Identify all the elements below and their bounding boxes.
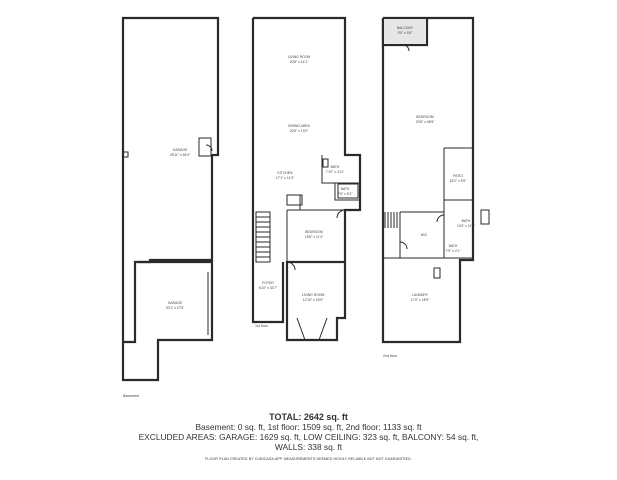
basement-floor-label: Basement [123,394,139,398]
second-floor-room-dims: 7'9" x 4'1" [446,249,462,253]
walls-area: WALLS: 338 sq. ft [274,442,343,452]
first-floor-room-name: LIVING ROOM [288,55,311,59]
first-floor-kitchen-wall [286,195,345,262]
first-floor-room-dims: 7'10" x 4'11" [326,170,345,174]
first-floor-bath-walls [321,155,360,201]
basement-room-name: GARAGE [173,148,188,152]
second-floor-room-name: W/C [421,233,428,237]
first-floor-stairs [255,211,271,263]
basement-room-name: GARAGE [168,301,183,305]
basement-garage-upper-walls [121,16,220,344]
second-floor-room-name: PATIO [453,174,463,178]
first-floor-room-dims: 15'8" x 11'4" [305,235,324,239]
floor-areas: Basement: 0 sq. ft, 1st floor: 1509 sq. … [195,422,422,432]
total-area: TOTAL: 2642 sq. ft [269,412,348,422]
first-floor-plan: LIVING ROOM 20'8" x 14'1" DINING AREA 20… [251,16,362,342]
first-floor-counter [286,194,303,206]
first-floor-room-name: BATH [341,187,350,191]
first-floor-fridge [322,158,329,168]
second-floor-stairs [384,212,398,228]
second-floor-room-name: BATH [449,244,458,248]
basement-garage-lower-walls [121,260,214,382]
area-summary: TOTAL: 2642 sq. ft Basement: 0 sq. ft, 1… [0,412,617,464]
first-floor-room-name: BEDROOM [305,230,323,234]
basement-post [122,151,129,158]
second-floor-room-dims: 18'2" x 5'5" [450,179,468,183]
first-floor-label: 1st floor [255,324,269,328]
first-floor-bay-window [296,317,328,341]
second-floor-room-name: LAUNDRY [412,293,429,297]
second-floor-room-dims: 17'0" x 18'9" [411,298,430,302]
second-floor-label: 2nd floor [383,354,398,358]
excluded-areas: EXCLUDED AREAS: GARAGE: 1629 sq. ft, LOW… [138,432,479,442]
second-floor-room-dims: 9'0" x 5'8" [398,31,414,35]
first-floor-room-dims: 6'10" x 33'7" [259,286,278,290]
second-floor-balcony-fill [384,19,426,44]
second-floor-plan: BALCONY 9'0" x 5'8" BEDROOM 20'8" x 48'5… [381,16,490,358]
first-floor-room-dims: 20'8" x 13'0" [290,129,309,133]
first-floor-room-name: FOYER [262,281,274,285]
second-floor-outer-walls [381,16,475,344]
first-floor-room-name: BATH [331,165,340,169]
first-floor-room-dims: 17'1" x 11'0" [276,176,295,180]
second-floor-vanity [480,209,490,225]
first-floor-room-name: LIVING ROOM [302,293,325,297]
first-floor-room-dims: 20'8" x 14'1" [290,60,309,64]
credit-line: FLOOR PLAN CREATED BY CUBICASA APP. MEAS… [205,457,412,461]
second-floor-room-dims: 13'0" x 11'7" [457,224,476,228]
first-floor-room-name: KITCHEN [278,171,293,175]
first-floor-room-name: DINING AREA [288,124,311,128]
second-floor-room-dims: 20'8" x 48'5" [416,120,435,124]
second-floor-room-name: BATH [462,219,471,223]
basement-plan: GARAGE 25'11" x 54'0" GARAGE 20'1" x 27'… [121,16,220,398]
basement-room-dims: 25'11" x 54'0" [170,153,191,157]
first-floor-tub [337,183,359,199]
second-floor-room-name: BALCONY [397,26,414,30]
first-floor-outer-walls [253,16,362,342]
first-floor-room-dims: 7'5" x 5'3" [338,192,354,196]
first-floor-door-swing [286,209,346,271]
first-floor-room-dims: 12'10" x 18'9" [303,298,324,302]
first-floor-left-wall [251,18,285,324]
second-floor-washer [433,267,441,279]
second-floor-bath-walls [383,200,473,259]
second-floor-room-name: BEDROOM [416,115,434,119]
basement-room-dims: 20'1" x 27'8" [166,306,185,310]
basement-stair-box [198,137,212,157]
basement-door-swing [205,144,213,152]
second-floor-door-swing [399,44,445,250]
